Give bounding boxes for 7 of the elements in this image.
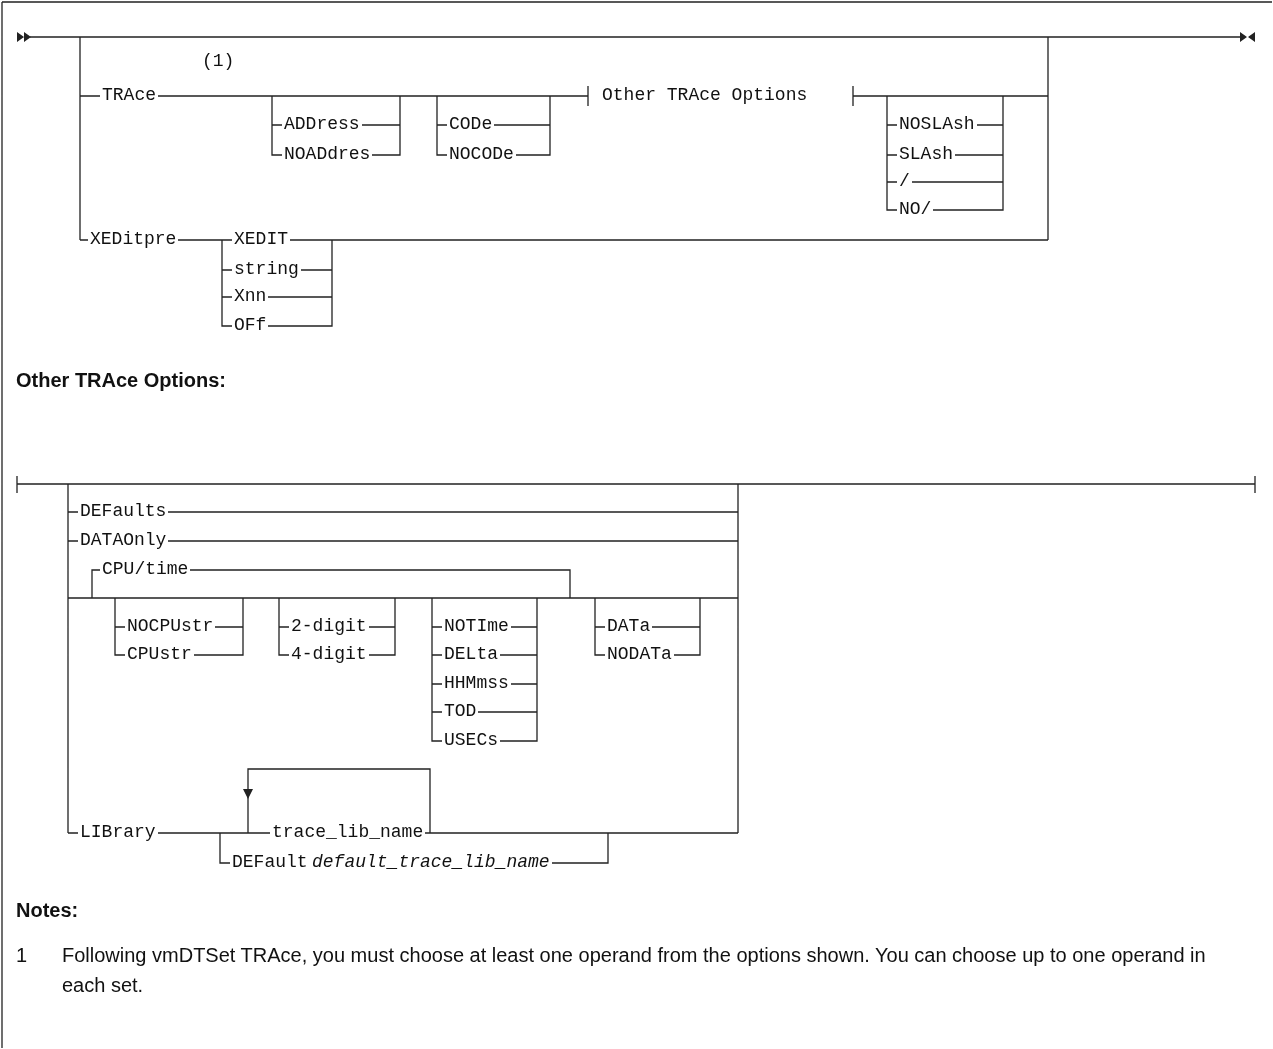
keyword-label: LIBrary: [78, 823, 158, 843]
keyword-label: string: [232, 260, 301, 280]
keyword-label: XEDitpre: [88, 230, 179, 250]
keyword-label: 2-digit: [289, 617, 369, 637]
section-heading: Other TRAce Options:: [16, 369, 226, 391]
keyword-label: DATAOnly: [78, 531, 169, 551]
keyword-label: 4-digit: [289, 645, 369, 665]
